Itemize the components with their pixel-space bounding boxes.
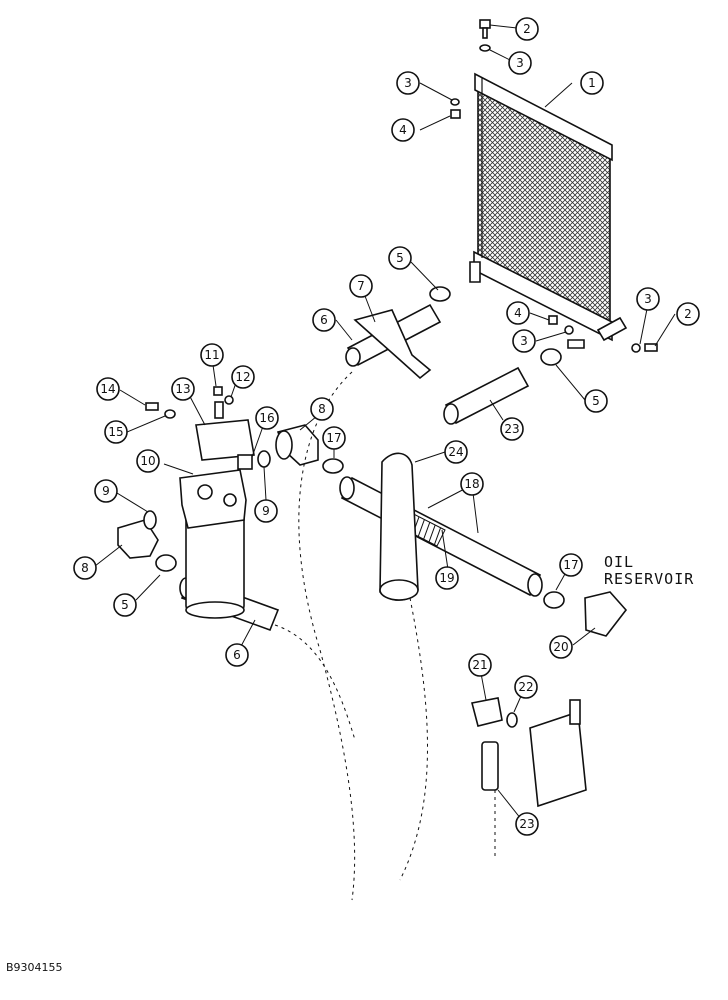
callout-24: 24	[444, 440, 468, 464]
clamp-17-left	[322, 458, 344, 474]
callout-5-right: 5	[584, 389, 608, 413]
svg-text:2: 2	[684, 307, 692, 321]
callout-12: 12	[231, 365, 255, 389]
callout-6-lower: 6	[225, 643, 249, 667]
callout-2-top: 2	[515, 17, 539, 41]
callout-15: 15	[104, 420, 128, 444]
svg-text:20: 20	[553, 640, 568, 654]
callout-7: 7	[349, 274, 373, 298]
oil-cooler	[469, 72, 628, 349]
callout-3-right: 3	[512, 329, 536, 353]
svg-text:3: 3	[644, 292, 652, 306]
tee-fitting-20	[584, 591, 628, 637]
svg-text:17: 17	[326, 431, 341, 445]
svg-text:6: 6	[233, 648, 241, 662]
svg-text:5: 5	[592, 394, 600, 408]
callout-19: 19	[435, 566, 459, 590]
callout-11: 11	[200, 343, 224, 367]
svg-text:19: 19	[439, 571, 454, 585]
elbow-fitting-21	[471, 697, 503, 727]
callout-17-right: 17	[559, 553, 583, 577]
svg-text:5: 5	[396, 251, 404, 265]
figure-id: B9304155	[6, 961, 63, 974]
callout-22: 22	[514, 675, 538, 699]
callout-8-lower: 8	[73, 556, 97, 580]
hose-right-23	[443, 366, 530, 425]
control-valve	[529, 699, 587, 808]
svg-text:18: 18	[464, 477, 479, 491]
clamp-5-lower	[155, 554, 177, 572]
fitting-23-lower	[481, 741, 499, 791]
oil-reservoir-label-line2: RESERVOIR	[604, 570, 694, 588]
hardware	[143, 19, 658, 728]
callout-1: 1	[580, 71, 604, 95]
svg-text:23: 23	[504, 422, 519, 436]
callout-6-upper: 6	[312, 308, 336, 332]
svg-text:3: 3	[520, 334, 528, 348]
callout-8-upper: 8	[310, 397, 334, 421]
callout-18: 18	[460, 472, 484, 496]
reservoir-hose-24	[379, 452, 419, 601]
svg-text:8: 8	[81, 561, 89, 575]
callout-5-lower: 5	[113, 593, 137, 617]
svg-text:11: 11	[204, 348, 219, 362]
svg-text:21: 21	[472, 658, 487, 672]
callout-5-upper: 5	[388, 246, 412, 270]
callout-3-far-right: 3	[636, 287, 660, 311]
svg-text:24: 24	[448, 445, 463, 459]
svg-text:7: 7	[357, 279, 365, 293]
callout-23-upper: 23	[500, 417, 524, 441]
callout-16: 16	[255, 406, 279, 430]
callout-10: 10	[136, 449, 160, 473]
svg-text:8: 8	[318, 402, 326, 416]
callout-9-left: 9	[94, 479, 118, 503]
oil-reservoir-label-line1: OIL	[604, 553, 634, 571]
callout-4-left: 4	[391, 118, 415, 142]
svg-text:9: 9	[262, 504, 270, 518]
callout-13: 13	[171, 377, 195, 401]
svg-text:3: 3	[516, 56, 524, 70]
callout-9-right: 9	[254, 499, 278, 523]
svg-text:4: 4	[399, 123, 407, 137]
svg-text:13: 13	[175, 382, 190, 396]
svg-text:9: 9	[102, 484, 110, 498]
callout-23-lower: 23	[515, 812, 539, 836]
svg-text:22: 22	[518, 680, 533, 694]
elbow-fitting-upper	[275, 424, 319, 466]
svg-text:1: 1	[588, 76, 596, 90]
svg-text:15: 15	[108, 425, 123, 439]
clamp-5-right	[540, 348, 562, 366]
callout-3-left: 3	[396, 71, 420, 95]
clamp-5-upper	[429, 286, 451, 302]
callout-17-left: 17	[322, 426, 346, 450]
svg-text:17: 17	[563, 558, 578, 572]
oil-filter	[179, 401, 255, 619]
callout-14: 14	[96, 377, 120, 401]
svg-text:23: 23	[519, 817, 534, 831]
callout-4-right: 4	[506, 301, 530, 325]
callout-20: 20	[549, 635, 573, 659]
svg-text:14: 14	[100, 382, 115, 396]
svg-text:6: 6	[320, 313, 328, 327]
svg-text:16: 16	[259, 411, 274, 425]
callout-2-right: 2	[676, 302, 700, 326]
svg-text:3: 3	[404, 76, 412, 90]
callout-3-top: 3	[508, 51, 532, 75]
svg-text:10: 10	[140, 454, 155, 468]
routing-lines	[274, 371, 496, 901]
clamp-17-right	[543, 591, 565, 609]
svg-text:5: 5	[121, 598, 129, 612]
svg-text:2: 2	[523, 22, 531, 36]
callout-21: 21	[468, 653, 492, 677]
svg-text:12: 12	[235, 370, 250, 384]
svg-text:4: 4	[514, 306, 522, 320]
